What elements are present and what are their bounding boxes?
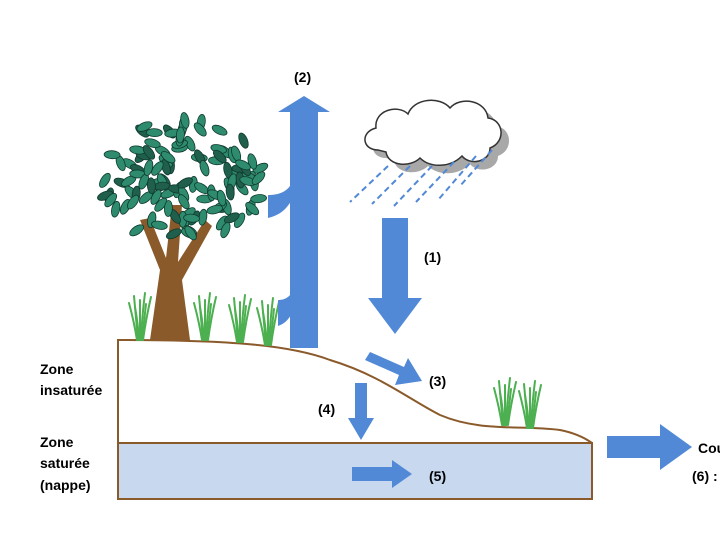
river-outflow-arrow [607,424,692,470]
runoff-arrow [365,352,422,385]
zone-saturated-line2: saturée [40,455,90,471]
precipitation-arrow [368,218,422,334]
cloud-icon [364,99,510,174]
evapotranspiration-arrow [268,96,330,348]
zone-unsaturated-line1: Zone [40,361,74,377]
label-3: (3) [429,373,446,389]
grass-icon [128,292,542,429]
zone-saturated-line3: (nappe) [40,477,91,493]
tree-icon [97,112,269,340]
label-2: (2) [294,69,311,85]
zone-saturated-line1: Zone [40,434,74,450]
label-4: (4) [318,401,335,417]
soil-profile [117,338,593,444]
zone-unsaturated-line2: insaturée [40,382,102,398]
label-river: Cou [698,440,720,456]
label-1: (1) [424,249,441,265]
rain-icon [349,149,493,207]
groundwater-flow-arrow [352,460,412,488]
infiltration-arrow [348,383,374,440]
label-6: (6) : [692,468,718,484]
label-5: (5) [429,468,446,484]
